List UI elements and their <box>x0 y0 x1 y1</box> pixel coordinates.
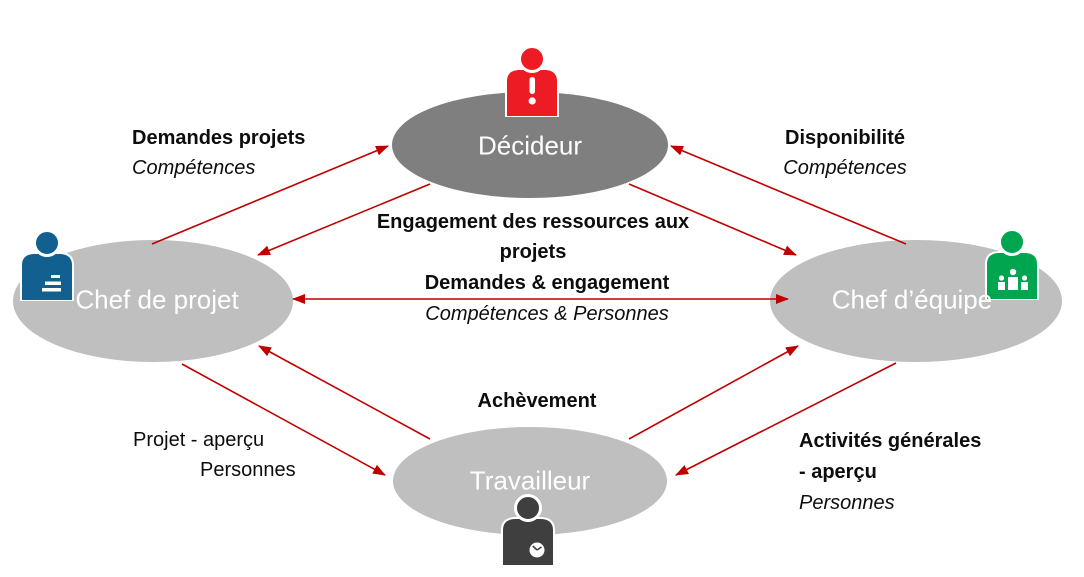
edge-label-competences-left: Compétences <box>132 157 256 179</box>
edge-label-achevement-wrap: Achèvement <box>478 386 597 416</box>
edge-label-engagement-line1: Engagement des ressources aux <box>376 211 690 233</box>
edge-travailleur-to-chef-equipe <box>628 345 799 440</box>
edge-label-competences-personnes: Compétences & Personnes <box>425 303 669 325</box>
edge-label-demandes-projets: Demandes projets <box>132 127 306 149</box>
edge-label-bottom-right: Activités générales - aperçu Personnes <box>799 426 981 519</box>
node-chef-de-projet <box>13 240 293 362</box>
edge-chef-projet-to-decideur <box>151 145 389 245</box>
edge-label-personnes-left: Personnes <box>200 459 296 481</box>
edge-label-achevement: Achèvement <box>477 390 597 412</box>
edge-label-personnes-right: Personnes <box>799 492 895 514</box>
node-travailleur <box>393 427 667 535</box>
node-label-chef-de-projet: Chef de projet <box>75 284 239 315</box>
person-team-icon <box>985 228 1039 300</box>
edge-label-engagement-line2: projets <box>499 241 567 263</box>
edge-label-top-right: Disponibilité Compétences <box>783 123 906 183</box>
edge-label-projet-apercu: Projet - aperçu <box>133 429 265 451</box>
person-clock-icon <box>501 494 555 566</box>
edge-label-demandes-engagement: Demandes & engagement <box>424 272 670 294</box>
edge-label-top-left: Demandes projets Compétences <box>132 123 305 183</box>
node-decideur <box>392 92 668 198</box>
edge-label-disponibilite: Disponibilité <box>785 127 905 149</box>
node-label-chef-d-equipe: Chef d’équipe <box>831 284 993 315</box>
edge-label-competences-right: Compétences <box>783 157 907 179</box>
edge-label-engagement-ressources: Engagement des ressources aux projets <box>377 207 689 267</box>
edge-chef-projet-to-travailleur <box>181 363 386 476</box>
node-label-decideur: Décideur <box>477 130 583 161</box>
edge-chef-equipe-to-decideur <box>670 145 907 245</box>
edge-label-apercu: - aperçu <box>799 461 877 483</box>
edge-label-activites-generales: Activités générales <box>799 430 982 452</box>
edge-decideur-to-chef-equipe <box>628 183 797 256</box>
edge-label-center: Demandes & engagement Compétences & Pers… <box>425 268 670 330</box>
edge-chef-equipe-to-travailleur <box>675 362 897 476</box>
person-notes-icon <box>20 229 74 301</box>
edge-travailleur-to-chef-projet <box>258 345 431 440</box>
edge-decideur-to-chef-projet <box>257 183 431 256</box>
node-label-travailleur: Travailleur <box>469 465 591 496</box>
person-alert-icon <box>505 45 559 117</box>
